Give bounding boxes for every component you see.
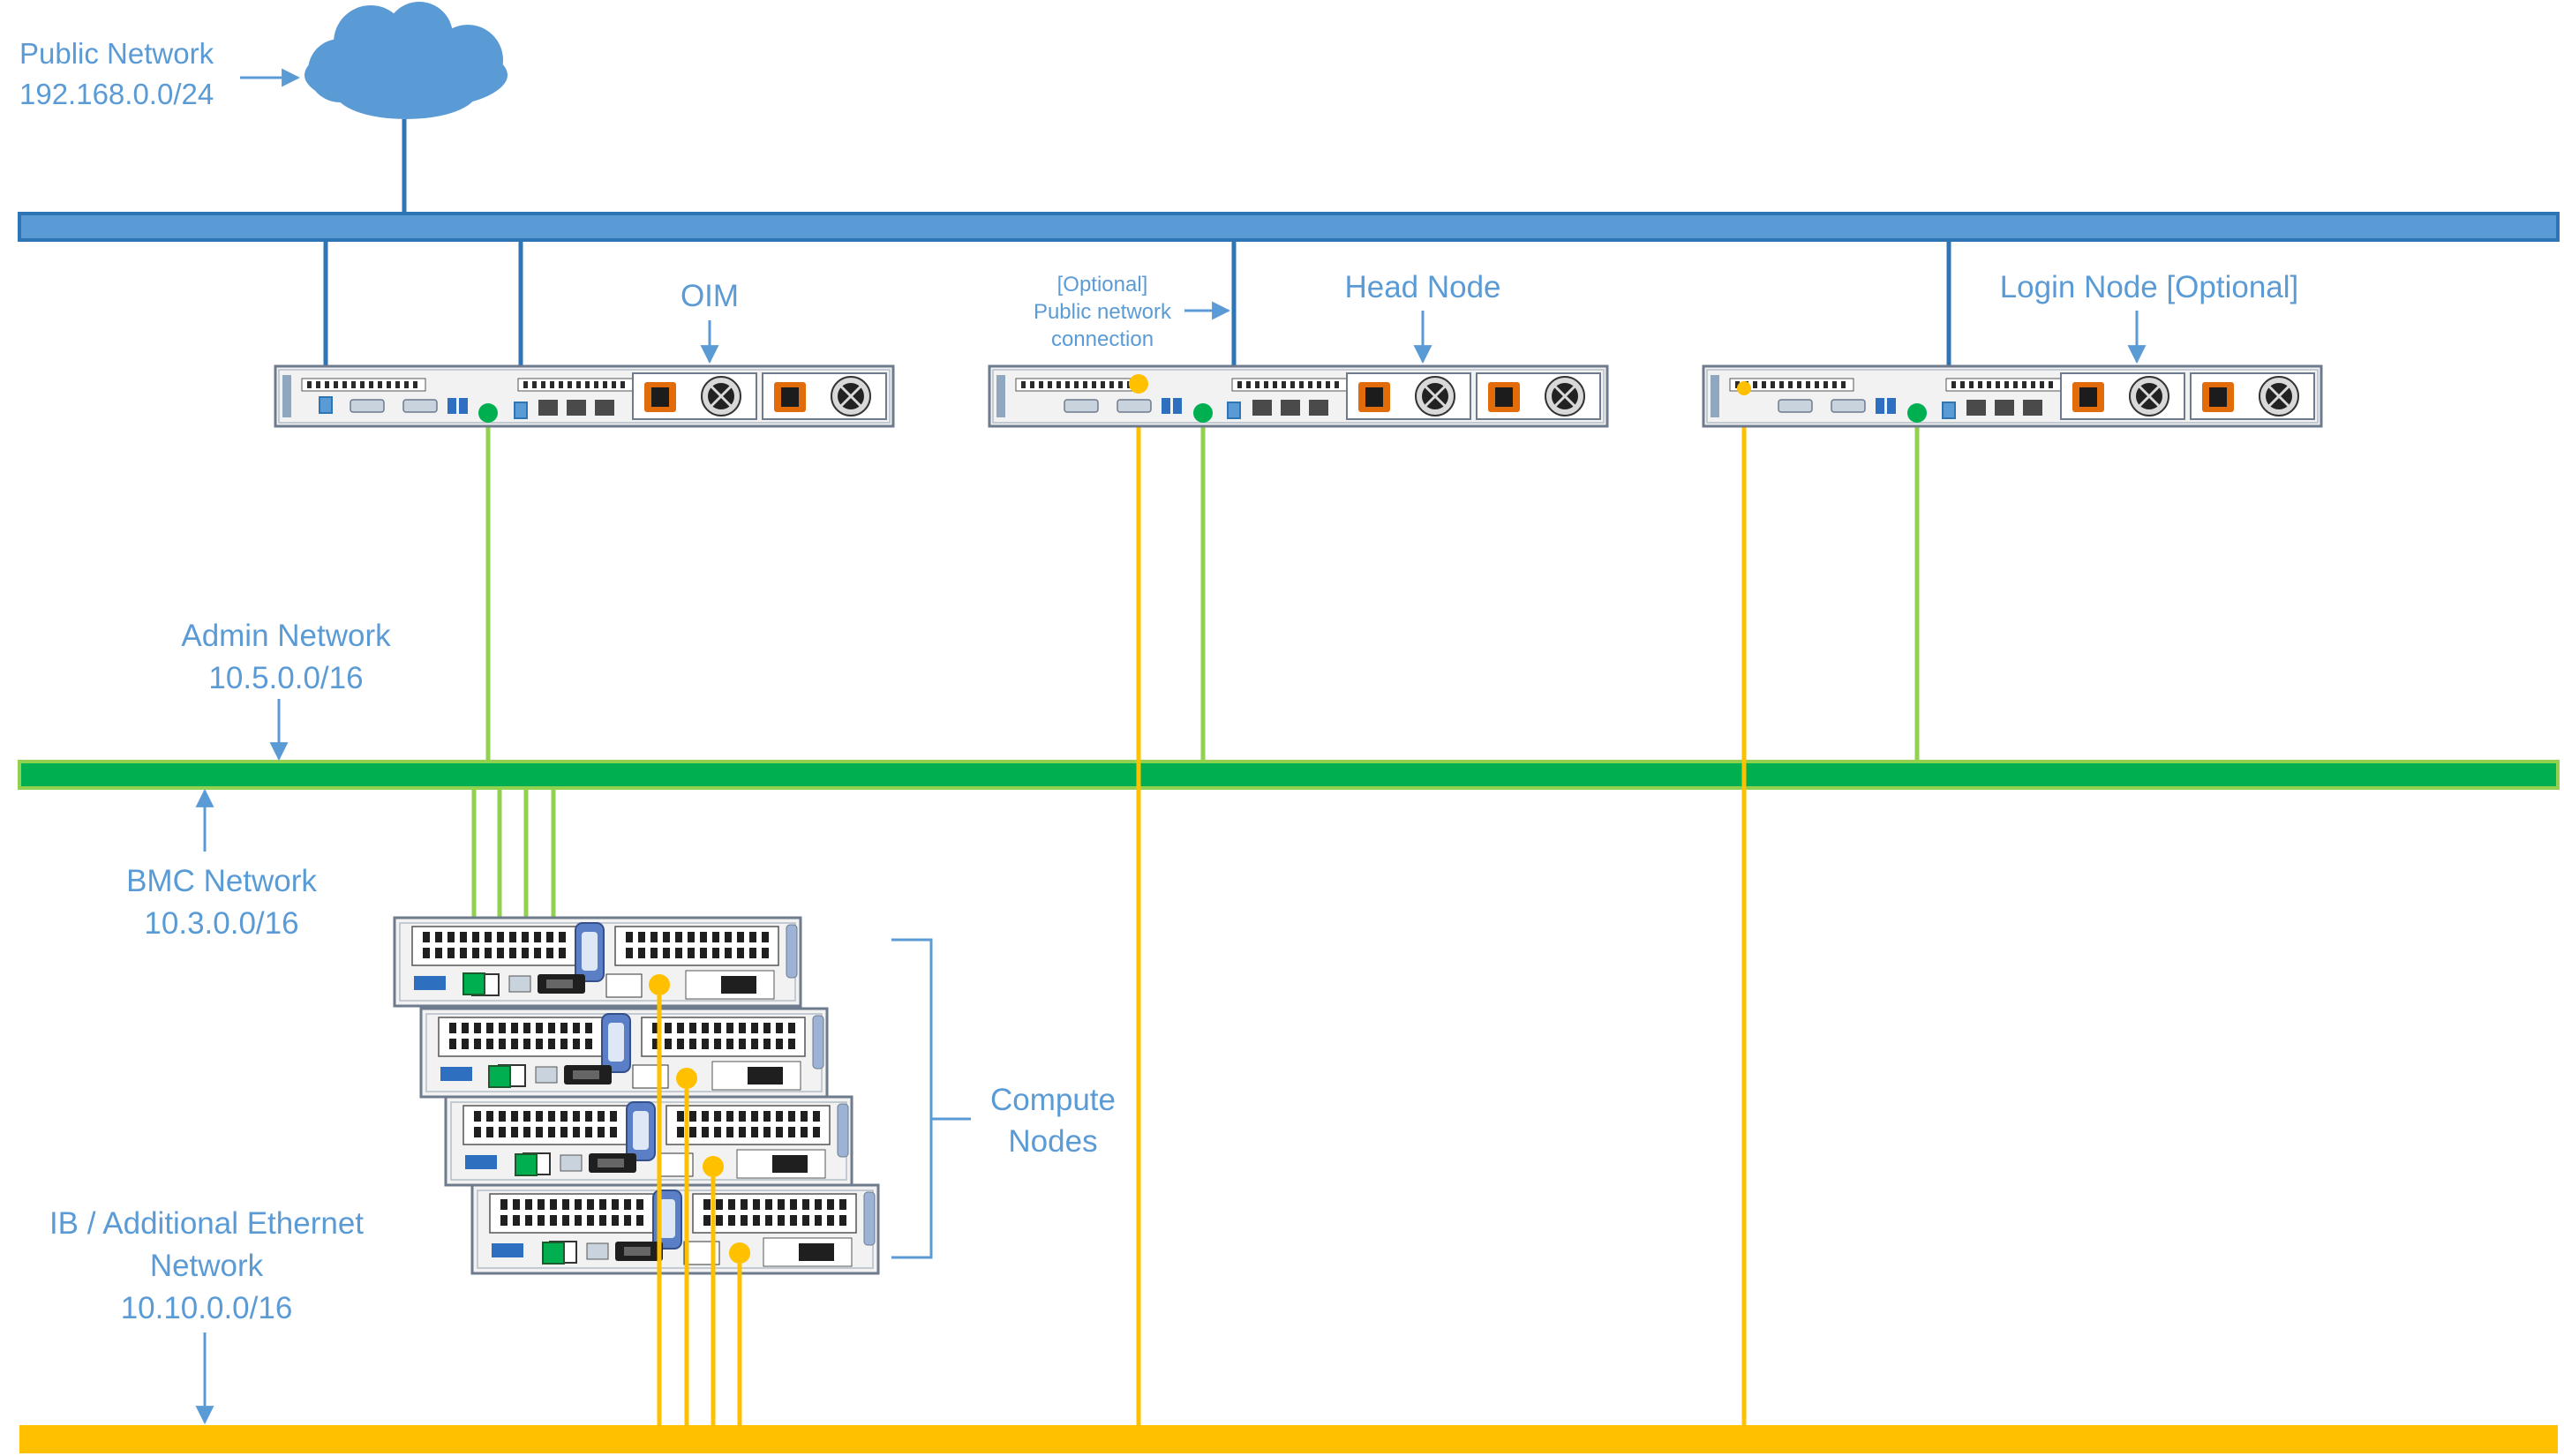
compute-nodes-stack <box>393 916 880 1275</box>
head-node-label: Head Node <box>1344 270 1500 304</box>
compute-nodes-label-1: Compute <box>990 1083 1116 1117</box>
cloud-icon <box>305 2 508 119</box>
head-node-server <box>988 364 1609 428</box>
ib-network-bus <box>19 1425 2558 1453</box>
compute-node <box>393 916 802 1008</box>
optional-public-line-2: Public network <box>1034 300 1172 324</box>
ib-network-name-1: IB / Additional Ethernet <box>49 1206 364 1241</box>
admin-network-bus <box>18 760 2560 790</box>
public-network-name: Public Network <box>19 37 214 70</box>
login-node-server <box>1702 364 2323 428</box>
admin-network-subnet: 10.5.0.0/16 <box>208 661 363 695</box>
public-network-subnet: 192.168.0.0/24 <box>19 78 214 110</box>
admin-network-name: Admin Network <box>181 619 391 653</box>
ib-network-name-2: Network <box>150 1249 264 1283</box>
optional-public-line-3: connection <box>1051 327 1154 351</box>
oim-server <box>274 364 895 428</box>
bmc-network-name: BMC Network <box>126 864 317 898</box>
oim-label: OIM <box>680 279 739 313</box>
compute-nodes-label-2: Nodes <box>1008 1124 1097 1159</box>
public-network-bus <box>18 212 2560 242</box>
compute-node <box>470 1183 880 1275</box>
compute-node <box>419 1007 829 1099</box>
bmc-network-subnet: 10.3.0.0/16 <box>144 906 298 941</box>
compute-nodes-bracket <box>891 938 971 1259</box>
ib-network-subnet: 10.10.0.0/16 <box>121 1291 293 1325</box>
login-node-label: Login Node [Optional] <box>2000 270 2299 304</box>
compute-node <box>444 1095 853 1187</box>
optional-public-line-1: [Optional] <box>1057 273 1148 296</box>
